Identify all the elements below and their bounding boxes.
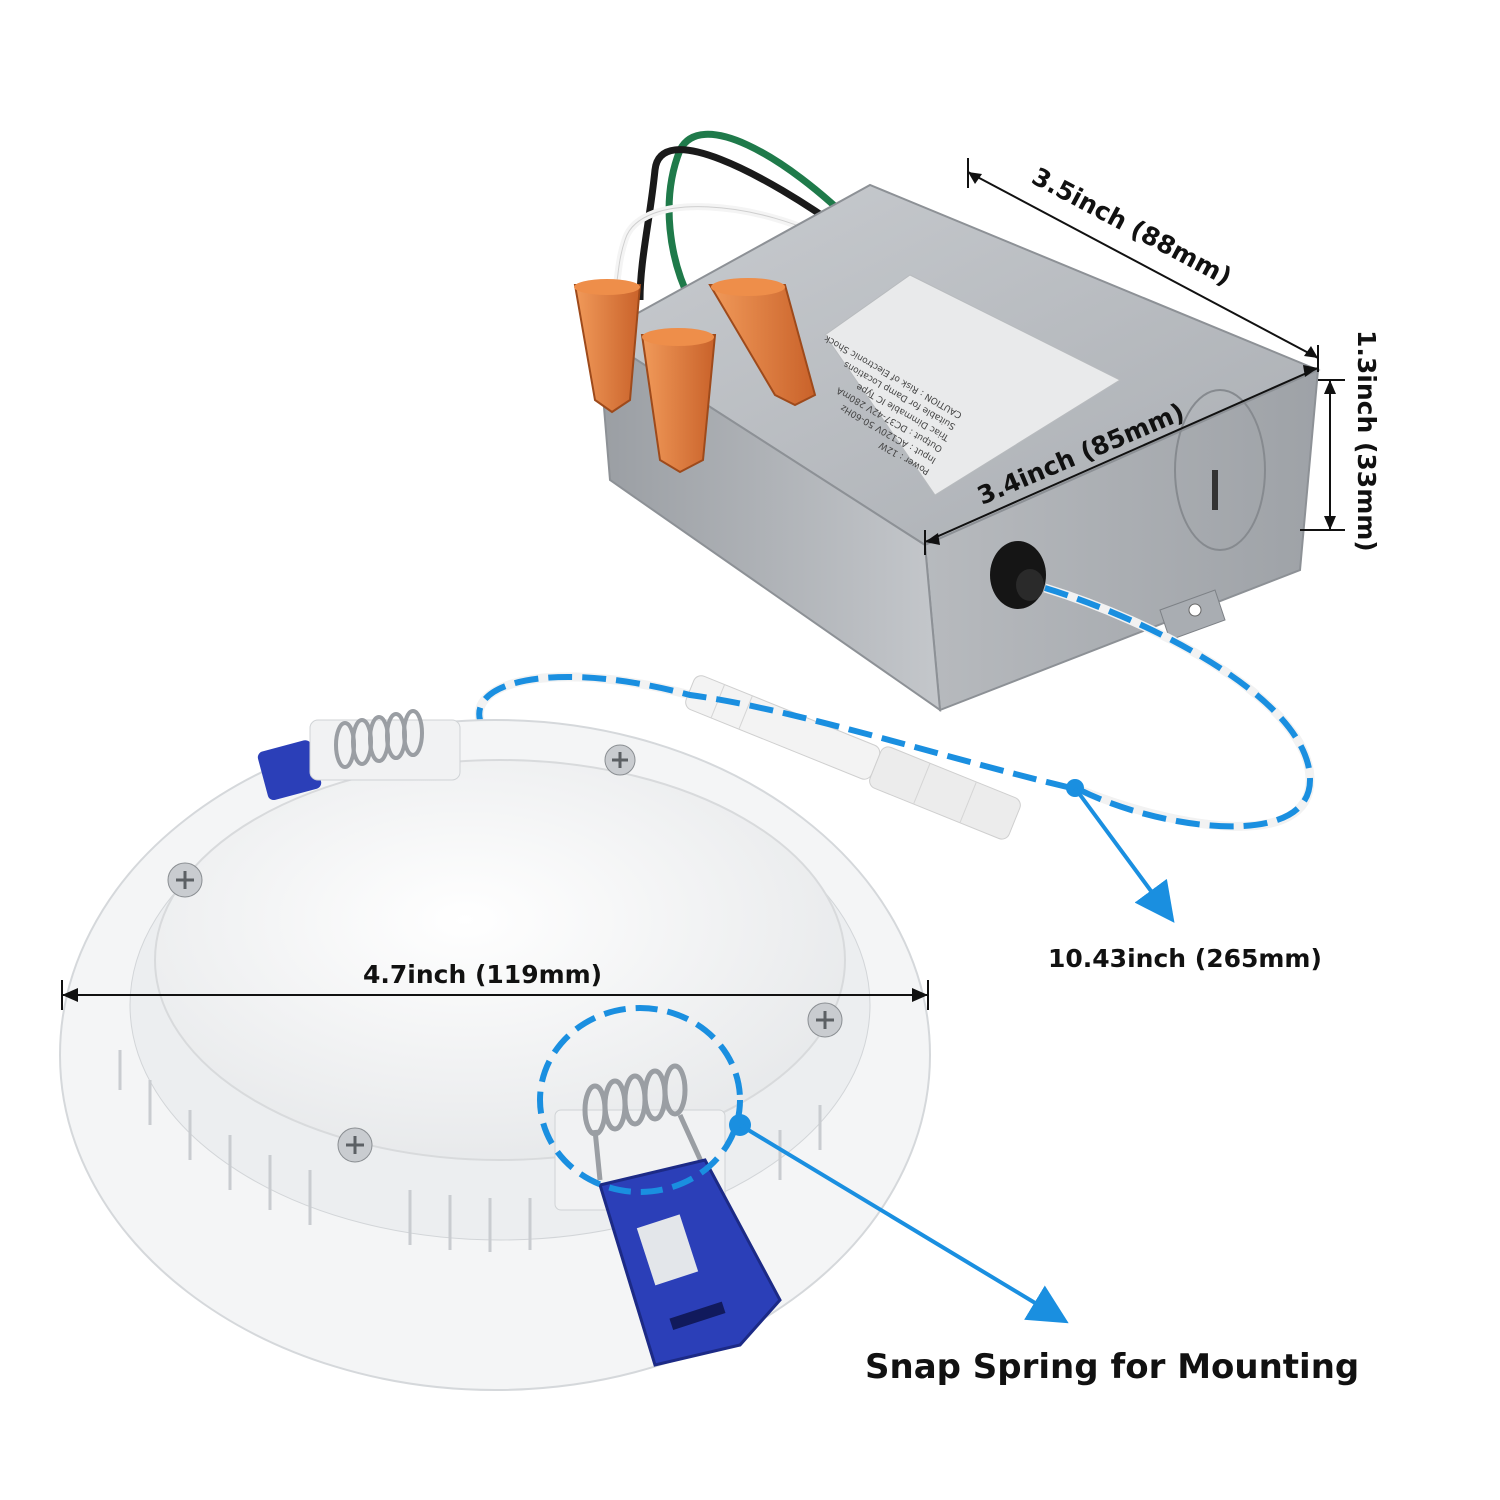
panel-back-plate — [154, 759, 846, 1161]
wire-nut-2 — [640, 328, 717, 474]
heat-sink-fins — [118, 1050, 822, 1252]
panel-diameter-label: 4.7inch (119mm) — [363, 960, 602, 989]
dim-box-width — [924, 365, 1319, 555]
cable-length-arrow — [1073, 786, 1175, 923]
screw-2 — [604, 744, 636, 776]
dim-box-height — [1300, 379, 1345, 531]
box-label-sticker — [824, 274, 1122, 496]
cable-length-label: 10.43inch (265mm) — [1048, 944, 1322, 973]
driver-box: Power : 12W Input : AC120V 50-60Hz Outpu… — [573, 130, 1321, 713]
dim-panel-diameter — [61, 980, 929, 1010]
screw-3 — [807, 1002, 843, 1038]
dim-box-length — [967, 158, 1319, 372]
wire-nut-1 — [573, 279, 642, 414]
spring-highlight-circle — [537, 1005, 743, 1195]
cable-gland — [990, 541, 1046, 609]
box-height-label: 1.3inch (33mm) — [1352, 330, 1381, 552]
wire-nut-3 — [708, 278, 817, 407]
screw-1 — [167, 862, 203, 898]
screw-4 — [337, 1127, 373, 1163]
box-wires — [607, 130, 863, 303]
rear-spring-clip — [257, 709, 461, 801]
spring-arrow — [738, 1123, 1069, 1324]
led-panel — [59, 709, 1069, 1391]
knockout-circle — [1174, 389, 1266, 551]
snap-spring-label: Snap Spring for Mounting — [865, 1347, 1359, 1387]
